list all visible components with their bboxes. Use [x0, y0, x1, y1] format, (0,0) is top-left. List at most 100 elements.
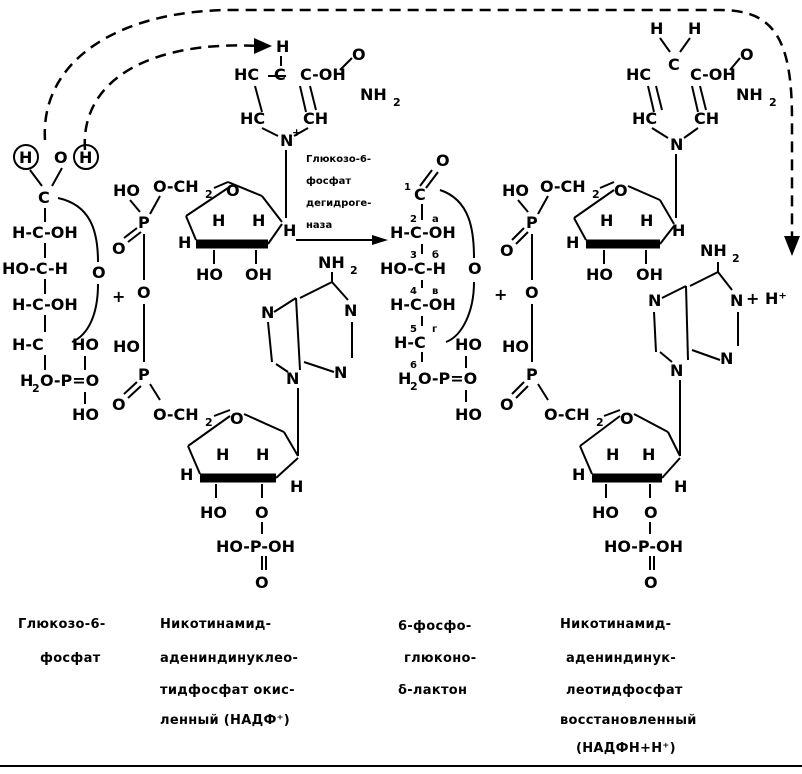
ring-label-c: в — [432, 286, 438, 297]
bond — [275, 363, 289, 373]
atom-oh: OH — [245, 265, 272, 284]
atom-c5-group: H-C — [12, 335, 44, 354]
atom-o: O — [644, 573, 658, 592]
atom-n7: N — [261, 303, 274, 322]
atom-n1-protonated: N — [730, 291, 743, 310]
atom-nh2-adenine: NH — [700, 241, 727, 260]
atom-h: H — [606, 445, 619, 464]
bond — [659, 37, 671, 53]
atom-n3: N — [334, 363, 347, 382]
atom-h: H — [252, 211, 265, 230]
bond — [579, 415, 621, 447]
bond — [419, 169, 433, 187]
subscript-2: 2 — [596, 416, 604, 429]
caption-lactone: 6-фосфо- глюконо- δ-лактон — [398, 619, 476, 698]
atom-ho-p1: HO — [502, 181, 529, 200]
bond — [187, 445, 201, 475]
atom-n7: N — [648, 291, 661, 310]
ring-bond — [71, 283, 99, 343]
bond — [425, 171, 439, 189]
enzyme-line-1: Глюкозо-6- — [306, 154, 371, 165]
atom-c-amide: C-OH — [690, 65, 736, 84]
atom-ho-phosphate-top: HO — [72, 335, 99, 354]
bond — [699, 85, 707, 111]
atom-c6-h: H — [20, 371, 33, 390]
atom-c4-reduced: C — [668, 55, 680, 74]
bond — [517, 199, 529, 213]
atom-o-ch2: O-CH — [540, 177, 586, 196]
atom-p1: P — [138, 213, 150, 232]
atom-c: C — [274, 65, 286, 84]
enzyme-label: Глюкозо-6- фосфат дегидроге- наза — [306, 154, 371, 231]
nadph-reduced-structure: H H C HC C-OH HC CH O NH 2 N H O-CH 2 O … — [500, 19, 787, 592]
ring-label-b: б — [432, 249, 439, 261]
atom-o-amide: O — [352, 45, 366, 64]
atom-h: H — [566, 233, 579, 252]
atom-ho: HO — [200, 503, 227, 522]
caption-nadph-reduced: Никотинамид- адениндинук- леотидфосфат в… — [560, 617, 696, 756]
atom-c4-group: H-C-OH — [12, 295, 78, 314]
atom-h-top-left: H — [650, 19, 663, 38]
atom-h: H — [674, 477, 687, 496]
ring-bond — [57, 197, 99, 263]
subscript-2: 2 — [393, 96, 401, 109]
bond — [123, 227, 138, 239]
atom-c1: C — [38, 188, 50, 207]
dashed-arrow-long — [43, 8, 794, 240]
atom-ch-ring: CH — [303, 109, 328, 128]
atom-phosphate-ester: O-P=O — [418, 369, 477, 388]
atom-o-ch2: O-CH — [153, 405, 199, 424]
ring-bond — [439, 189, 475, 259]
bond — [331, 281, 349, 301]
atom-h: H — [600, 211, 613, 230]
bond — [729, 57, 741, 71]
bond — [254, 85, 263, 113]
bond — [293, 127, 309, 137]
atom-n-reduced: N — [670, 135, 683, 154]
bond — [127, 231, 142, 243]
subscript-2: 2 — [205, 188, 213, 201]
bond — [633, 413, 669, 433]
atom-h-circled-1: H — [19, 148, 32, 167]
caption-nadp-ox-line-4: ленный (НАДФ⁺) — [160, 713, 290, 728]
atom-h: H — [572, 465, 585, 484]
atom-o-2p: O — [644, 503, 658, 522]
atom-h: H — [672, 221, 685, 240]
atom-hc: HC — [626, 65, 651, 84]
caption-lactone-line-3: δ-лактон — [398, 683, 467, 698]
charge-plus: + — [292, 126, 301, 139]
caption-nadph-line-5: (НАДФН+Н⁺) — [576, 741, 676, 756]
atom-ho: HO — [592, 503, 619, 522]
atom-o-bridge: O — [137, 283, 151, 302]
bond — [299, 85, 307, 113]
glucose-6-phosphate-structure: H O H C H-C-OH HO-C-H H-C-OH H-C H 2 O-P… — [2, 144, 106, 424]
atom-c3-group: HO-C-H — [380, 259, 446, 278]
bond — [579, 445, 593, 475]
bond — [283, 431, 299, 457]
circled-hydrogen-1 — [13, 144, 39, 170]
atom-o-p1: O — [112, 239, 126, 258]
carbon-number-5: 5 — [410, 324, 417, 335]
bond — [679, 37, 691, 53]
caption-nadp-oxidized: Никотинамид- адениндинуклео- тидфосфат о… — [160, 617, 298, 728]
bond — [653, 311, 657, 353]
ring-bond — [445, 281, 475, 343]
arrowhead-short — [254, 38, 272, 54]
bond — [659, 199, 675, 225]
atom-ho-phosphate-bottom: HO — [455, 405, 482, 424]
atom-o-hydroxyl: O — [54, 148, 68, 167]
atom-h: H — [212, 211, 225, 230]
atom-c5-group: H-C — [394, 333, 426, 352]
bond — [267, 223, 283, 245]
bond — [685, 285, 689, 361]
atom-nh2-adenine: NH — [318, 253, 345, 272]
caption-nadph-line-3: леотидфосфат — [566, 683, 683, 698]
subscript-2: 2 — [592, 188, 600, 201]
bond — [651, 127, 669, 139]
atom-o-p2: O — [112, 395, 126, 414]
caption-nadp-ox-line-1: Никотинамид- — [160, 617, 271, 632]
bond — [149, 383, 161, 401]
atom-h: H — [178, 233, 191, 252]
bond — [303, 361, 335, 373]
